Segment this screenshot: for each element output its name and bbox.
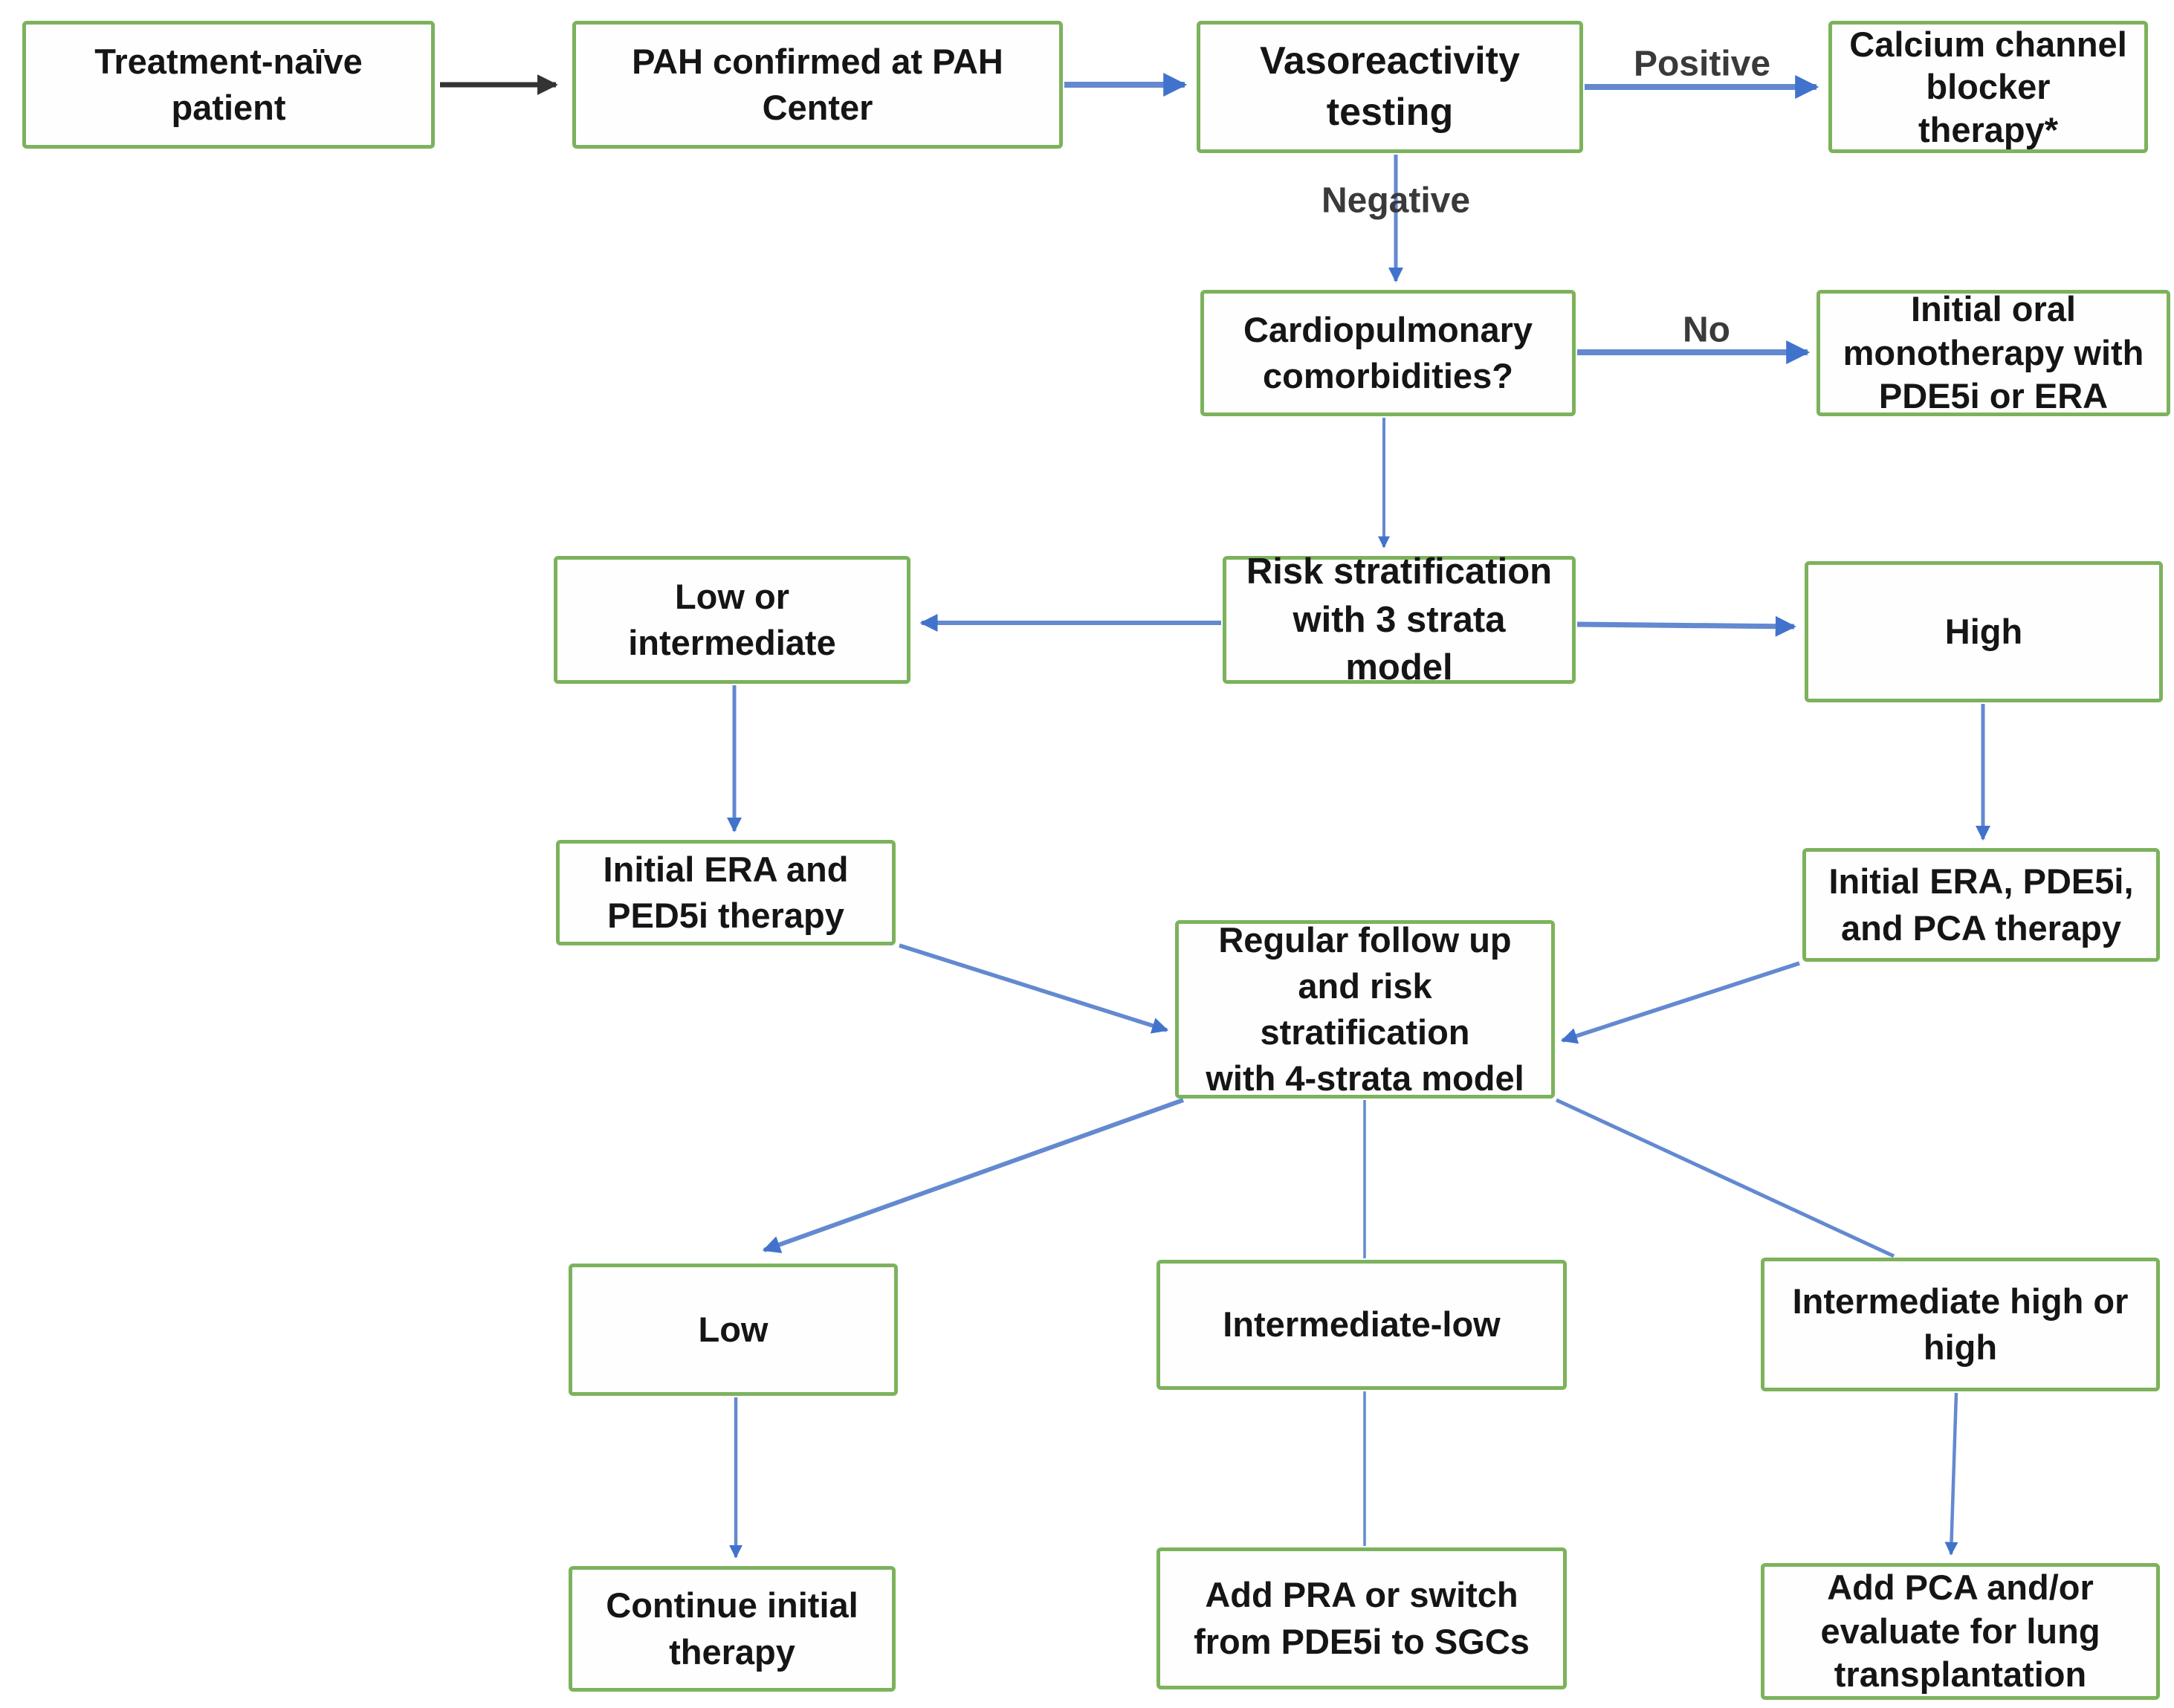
node-add-pra-or-switch-sgcs: Add PRA or switch from PDE5i to SGCs (1156, 1547, 1567, 1689)
edge-label-negative: Negative (1321, 181, 1471, 221)
node-continue-initial-therapy: Continue initial therapy (569, 1566, 896, 1692)
node-vasoreactivity-testing: Vasoreactivity testing (1197, 21, 1583, 153)
node-intermediate-high-or-high: Intermediate high or high (1761, 1258, 2160, 1391)
edge-era-pde5i-pca-to-followup (1560, 961, 1800, 1044)
node-calcium-channel-blocker-therapy: Calcium channel blocker therapy* (1828, 21, 2148, 153)
edge-intermediate-high-to-add-pca (1944, 1392, 1958, 1556)
node-add-pca-lung-transplantation: Add PCA and/or evaluate for lung transpl… (1761, 1563, 2160, 1700)
edge-risk3-to-high (1576, 615, 1796, 637)
edge-label-positive: Positive (1633, 44, 1771, 84)
node-treatment-naive-patient: Treatment-naïve patient (22, 21, 435, 149)
edge-followup-to-intermediate-high (1555, 1098, 1895, 1258)
node-low-or-intermediate: Low or intermediate (554, 556, 910, 684)
edge-followup-to-low (762, 1098, 1185, 1254)
node-high: High (1805, 561, 2163, 702)
node-intermediate-low: Intermediate-low (1156, 1260, 1567, 1390)
node-cardiopulmonary-comorbidities: Cardiopulmonary comorbidities? (1200, 290, 1576, 416)
node-regular-followup-4-strata: Regular follow up and risk stratificatio… (1175, 920, 1555, 1099)
edge-era-ped5i-to-followup (899, 943, 1169, 1034)
node-initial-era-ped5i-therapy: Initial ERA and PED5i therapy (556, 840, 896, 945)
node-initial-oral-monotherapy: Initial oral monotherapy with PDE5i or E… (1816, 289, 2170, 416)
node-risk-stratification-3-strata: Risk stratification with 3 strata model (1223, 551, 1576, 688)
node-initial-era-pde5i-pca-therapy: Initial ERA, PDE5i, and PCA therapy (1802, 848, 2160, 962)
node-pah-confirmed: PAH confirmed at PAH Center (572, 21, 1063, 149)
node-low: Low (569, 1264, 898, 1396)
edge-label-no: No (1683, 310, 1730, 350)
